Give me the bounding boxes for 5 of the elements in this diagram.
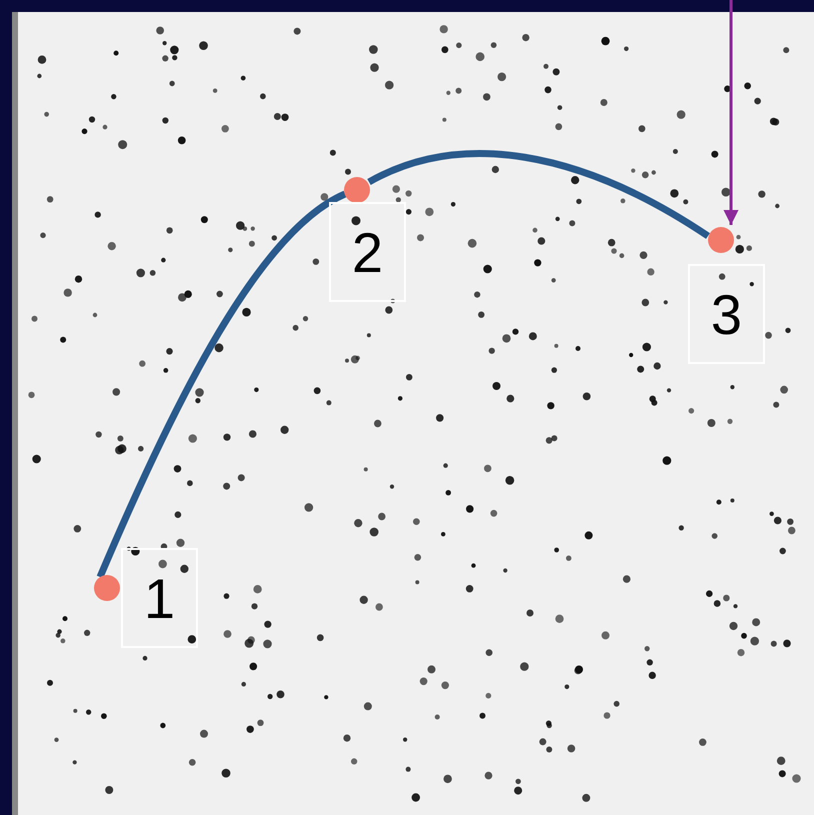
point-number-label: 1 bbox=[121, 548, 198, 648]
point-number-label: 3 bbox=[688, 264, 765, 364]
trajectory-curve bbox=[96, 190, 347, 578]
point-number-label: 2 bbox=[329, 202, 406, 302]
arrow bbox=[724, 0, 738, 225]
